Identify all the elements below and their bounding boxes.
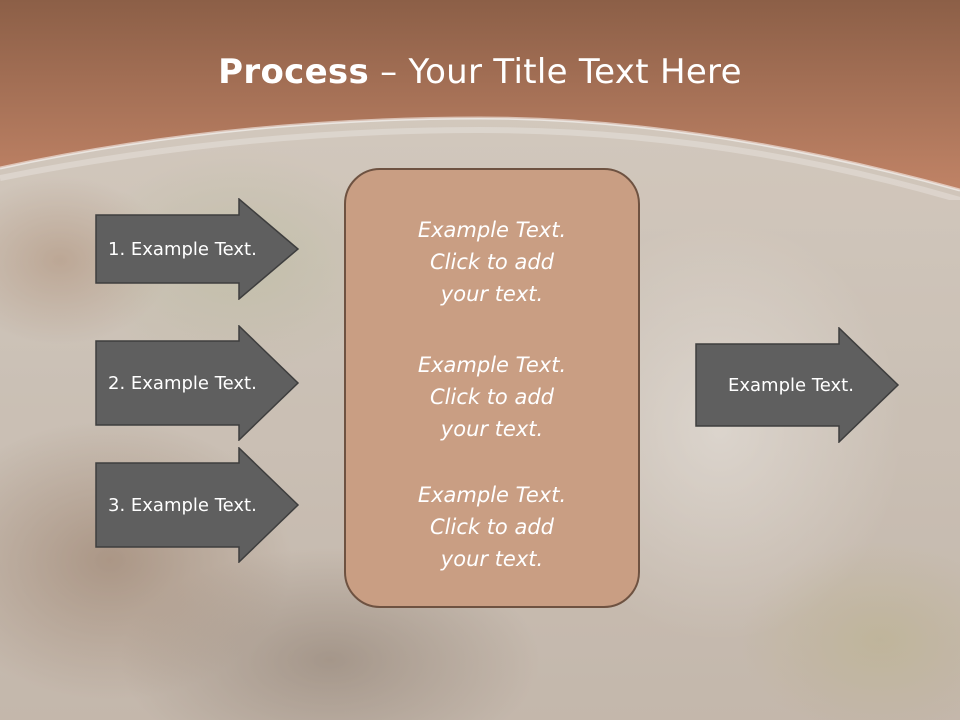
title-bold: Process [218,52,370,92]
arrow-step-1[interactable]: 1. Example Text. [95,198,300,300]
slide-title[interactable]: Process – Your Title Text Here [0,52,960,92]
header-band [0,0,960,200]
center-block-line: Click to add [429,515,554,539]
arrow-shape [95,198,300,300]
center-block-line: Example Text. [417,353,567,377]
center-text-box[interactable]: Example Text. Click to add your text. Ex… [344,168,640,608]
center-block-line: your text. [440,282,544,306]
title-rest: – Your Title Text Here [369,52,742,92]
arrow-label: Example Text. [728,374,854,396]
center-block-1: Example Text. Click to add your text. [346,214,638,310]
center-block-line: your text. [440,547,544,571]
arrow-shape [695,327,900,443]
arrow-shape [95,447,300,563]
center-block-line: Example Text. [417,218,567,242]
center-block-line: your text. [440,417,544,441]
center-block-line: Click to add [429,250,554,274]
center-block-3: Example Text. Click to add your text. [346,479,638,575]
center-block-line: Click to add [429,385,554,409]
arrow-shape [95,325,300,441]
arrow-step-3[interactable]: 3. Example Text. [95,447,300,563]
center-block-2: Example Text. Click to add your text. [346,349,638,445]
arrow-label: 1. Example Text. [108,238,257,260]
arrow-label: 3. Example Text. [108,494,257,516]
arrow-step-2[interactable]: 2. Example Text. [95,325,300,441]
arrow-result[interactable]: Example Text. [695,327,900,443]
arrow-label: 2. Example Text. [108,372,257,394]
center-block-line: Example Text. [417,483,567,507]
